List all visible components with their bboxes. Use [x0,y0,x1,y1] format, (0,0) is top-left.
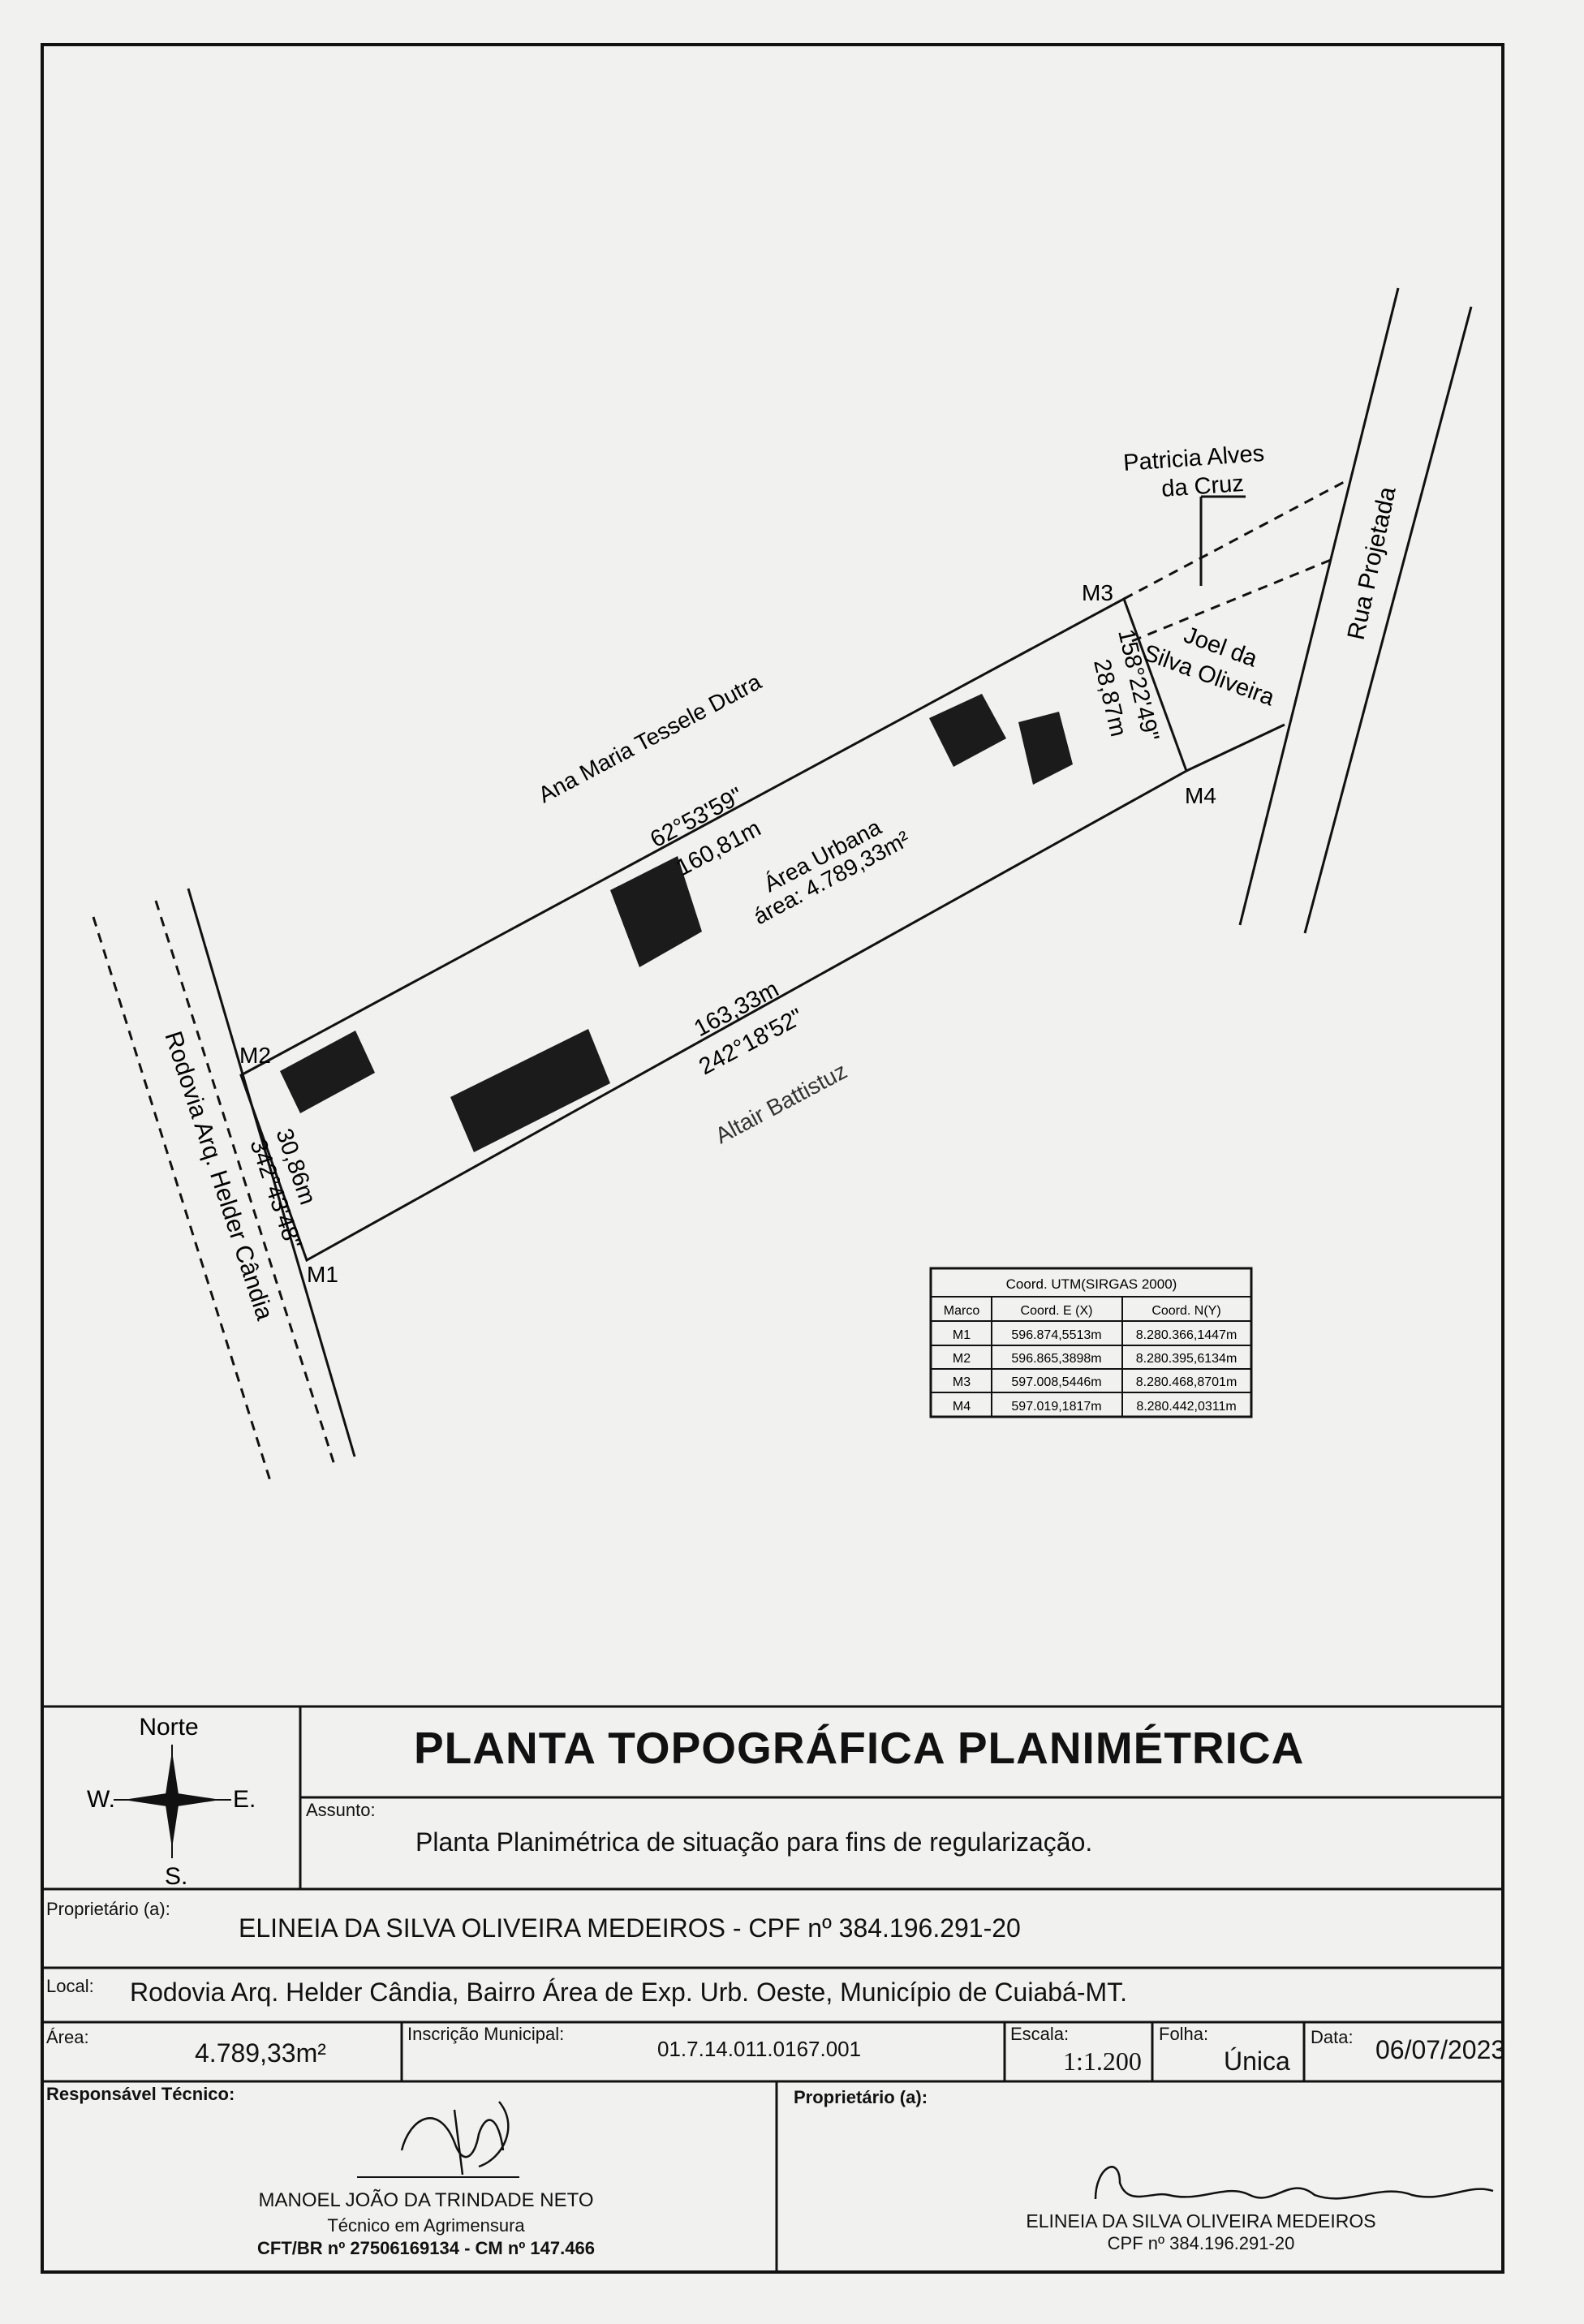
owner-text: ELINEIA DA SILVA OLIVEIRA MEDEIROS - CPF… [239,1913,1021,1943]
neighbor-ne-top-2: da Cruz [1160,471,1245,502]
folha-label: Folha: [1159,2024,1209,2044]
owner2-label: Proprietário (a): [794,2087,928,2107]
coord-cell: 596.865,3898m [1011,1352,1101,1366]
coord-cell: 597.019,1817m [1011,1400,1101,1414]
inscricao-label: Inscrição Municipal: [407,2024,565,2044]
road-east-label: Rua Projetada [1343,484,1401,643]
data-label: Data: [1311,2027,1354,2047]
coord-table: Coord. UTM(SIRGAS 2000) Marco Coord. E (… [929,1267,1253,1418]
neighbor-divide-bottom [1131,558,1332,643]
coord-cell: 8.280.395,6134m [1136,1352,1238,1366]
building-east-a [929,694,1006,767]
coord-cell: M4 [953,1400,971,1414]
building-central [610,856,702,967]
building-east-b [1018,712,1073,785]
coord-cell: 8.280.468,8701m [1136,1375,1238,1389]
sheet-border [41,43,1504,2274]
neighbor-ne-top-1: Patricia Alves [1122,441,1265,476]
owner2-name: ELINEIA DA SILVA OLIVEIRA MEDEIROS [1026,2210,1376,2231]
local-label: Local: [46,1976,94,1996]
marker-m1: M1 [307,1262,338,1287]
coord-header-e: Coord. E (X) [1021,1304,1093,1318]
owner2-cpf: CPF nº 384.196.291-20 [1107,2233,1295,2253]
coord-cell: 8.280.366,1447m [1136,1328,1238,1342]
coord-cell: 597.008,5446m [1011,1375,1101,1389]
east-road-edge-left [1238,287,1400,926]
compass-east: E. [233,1786,256,1813]
west-road-far-edge [92,916,272,1482]
m4-road-line [1186,723,1285,773]
coord-header-n: Coord. N(Y) [1151,1304,1220,1318]
local-text: Rodovia Arq. Helder Cândia, Bairro Área … [130,1978,1128,2007]
compass-west: W. [87,1786,115,1813]
building-west [280,1031,375,1113]
compass-south: S. [165,1863,187,1890]
coord-table-title: Coord. UTM(SIRGAS 2000) [1006,1276,1177,1292]
area-field-value: 4.789,33m² [195,2038,326,2068]
escala-label: Escala: [1010,2024,1070,2044]
coord-cell: M3 [953,1375,971,1389]
owner-signature [1094,2166,1494,2200]
tech-label: Responsável Técnico: [46,2084,235,2104]
inscricao-value: 01.7.14.011.0167.001 [657,2037,862,2061]
tech-registration: CFT/BR nº 27506169134 - CM nº 147.466 [257,2238,595,2258]
building-south [450,1029,610,1152]
folha-value: Única [1224,2046,1290,2076]
title-block-grid [42,1705,1503,2272]
tech-role: Técnico em Agrimensura [327,2215,525,2236]
compass-north: Norte [139,1714,198,1741]
owner-label: Proprietário (a): [46,1899,170,1919]
neighbor-divide-top [1123,479,1348,600]
plan-title: PLANTA TOPOGRÁFICA PLANIMÉTRICA [414,1723,1305,1773]
neighbor-south: Altair Battistuz [711,1058,851,1148]
marker-m2: M2 [239,1043,271,1068]
west-road-centerline [154,900,336,1465]
west-road-edge [187,888,356,1457]
east-road-edge-right [1303,306,1473,934]
tech-name: MANOEL JOÃO DA TRINDADE NETO [258,2189,594,2211]
subject-text: Planta Planimétrica de situação para fin… [415,1827,1093,1857]
marker-m4: M4 [1185,783,1216,808]
escala-value: 1:1.200 [1063,2046,1142,2076]
north-arrow-icon [114,1745,231,1858]
coord-cell: M1 [953,1328,971,1342]
tech-signature [400,2101,510,2176]
coord-cell: M2 [953,1352,971,1366]
coord-cell: 8.280.442,0311m [1136,1400,1236,1414]
area-field-label: Área: [46,2027,89,2047]
coord-header-marco: Marco [944,1304,980,1318]
coord-cell: 596.874,5513m [1011,1328,1101,1342]
subject-label: Assunto: [306,1800,376,1820]
marker-m3: M3 [1082,580,1113,605]
data-value: 06/07/2023 [1375,2035,1506,2064]
